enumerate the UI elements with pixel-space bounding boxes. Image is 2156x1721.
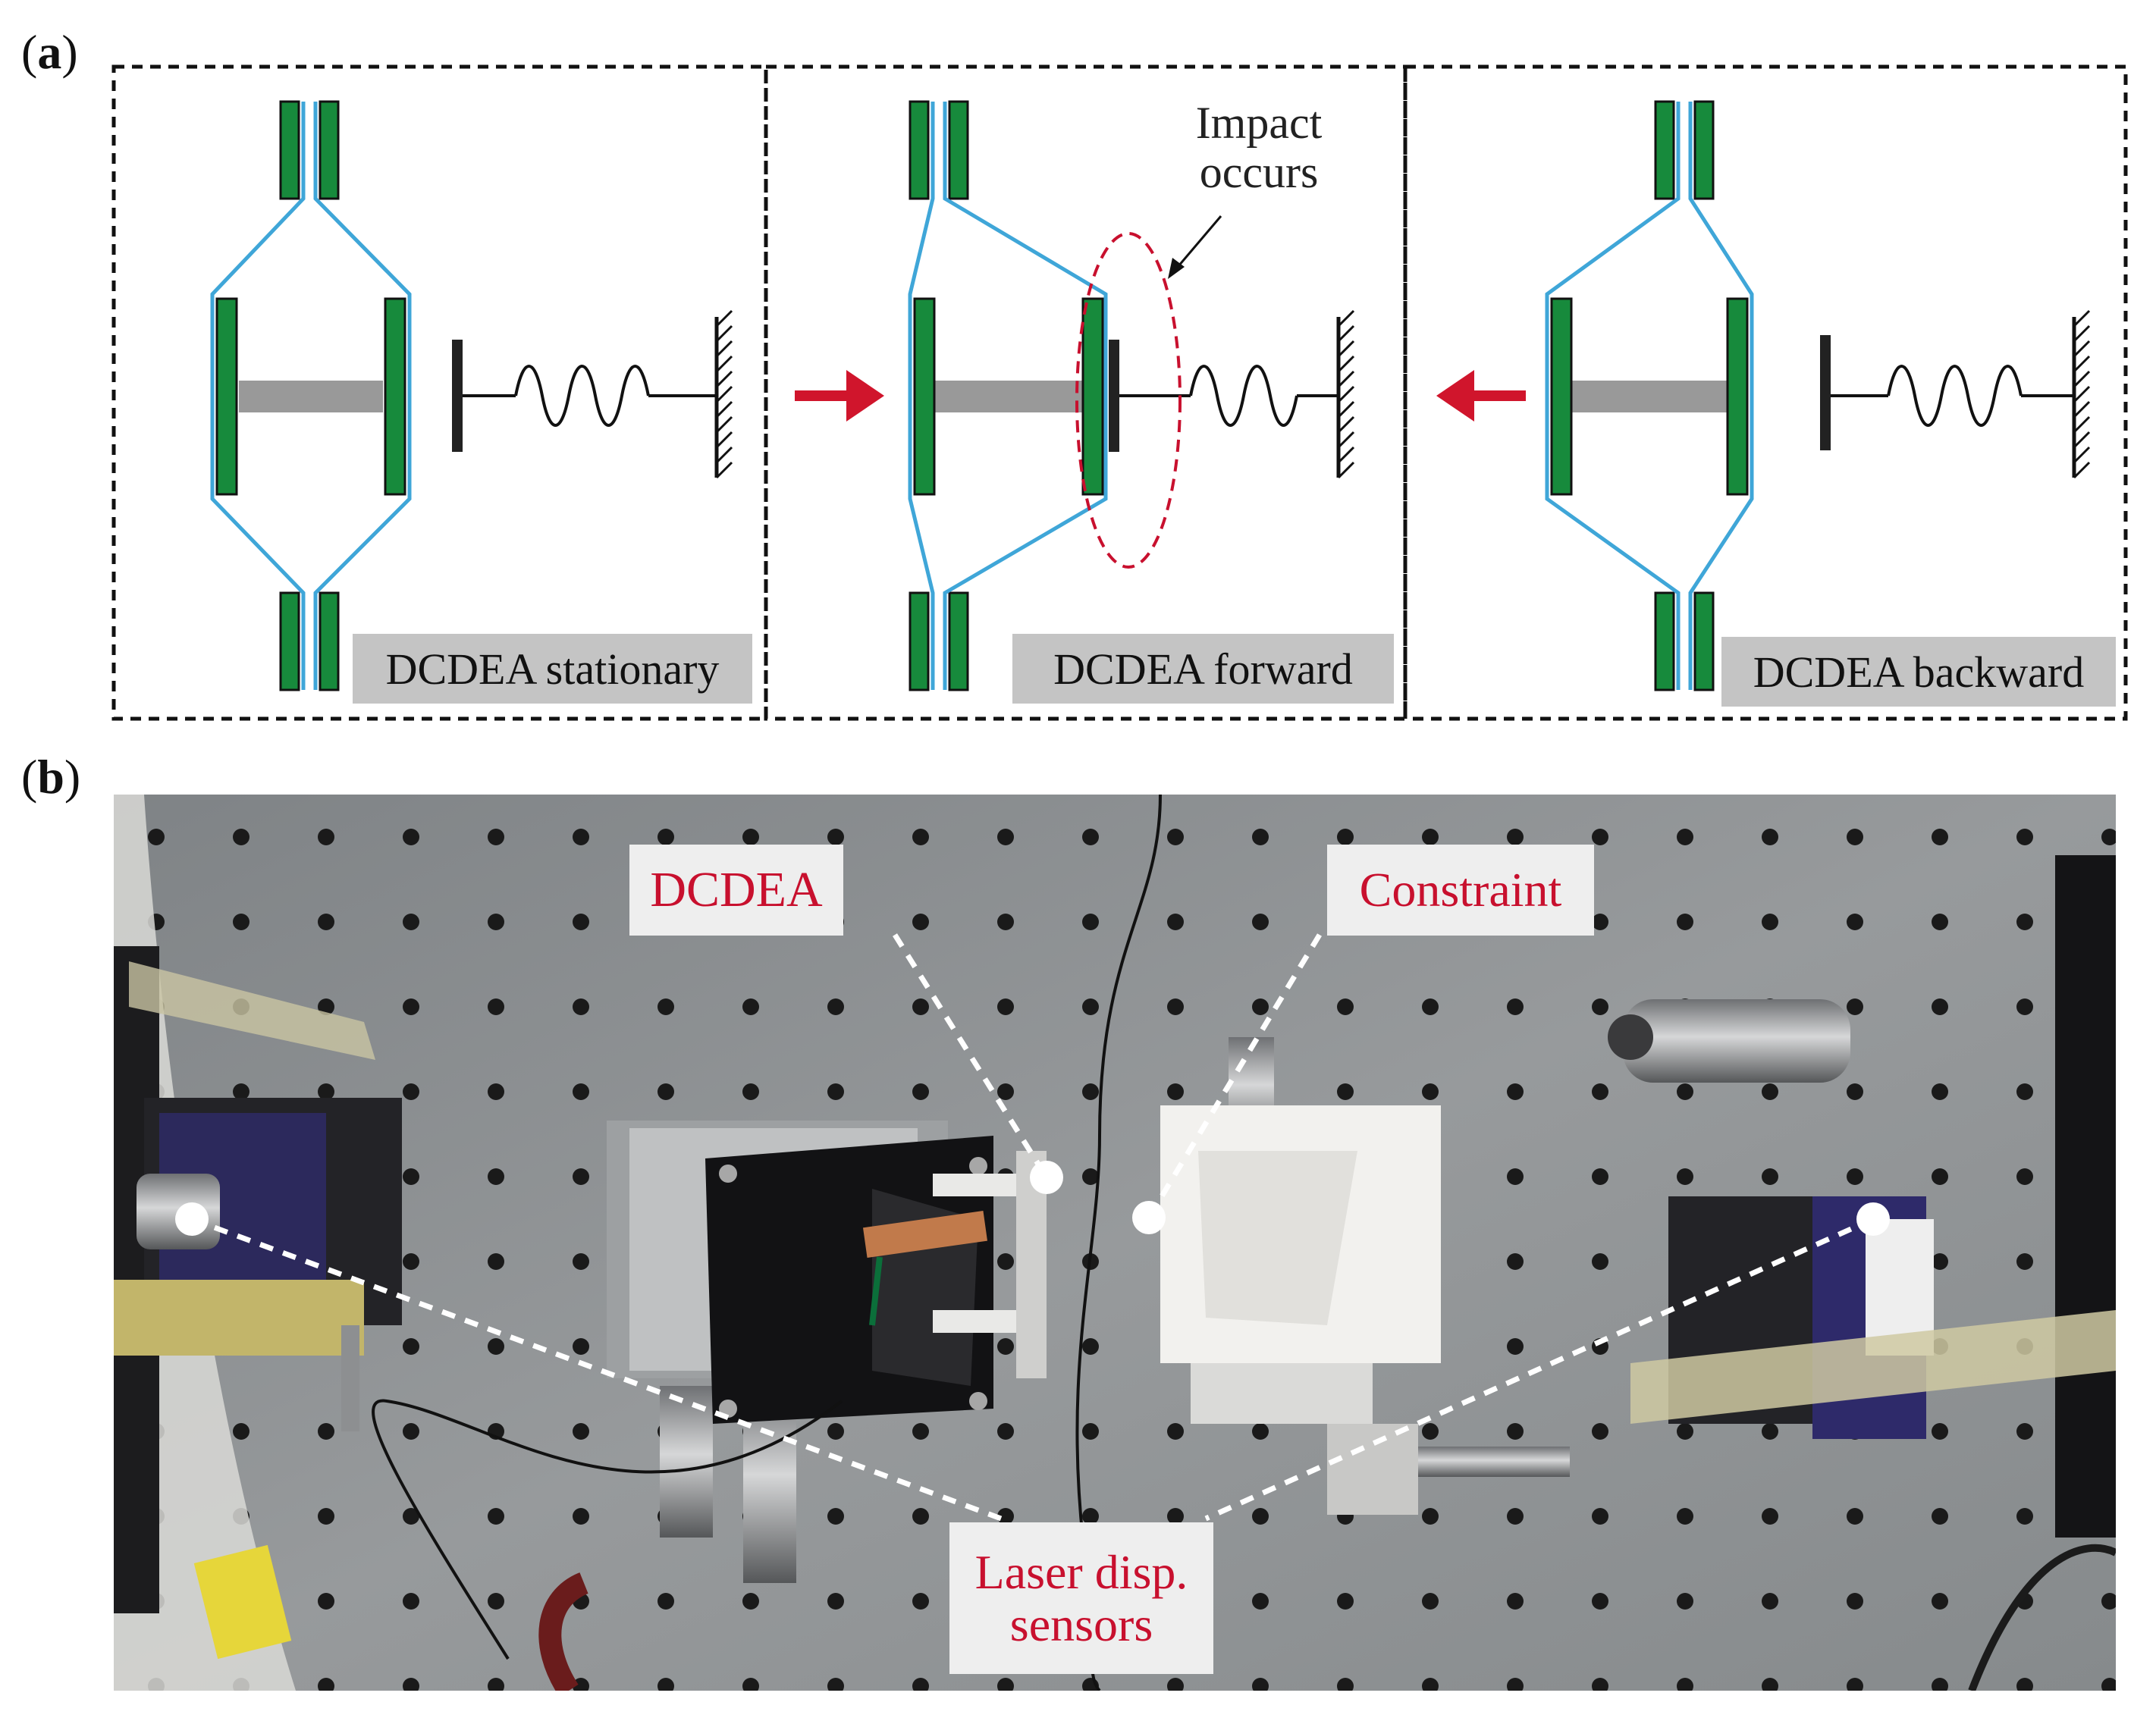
panel-a-schematic: [111, 64, 2128, 721]
right-sensor-marker: [1856, 1202, 1890, 1236]
frame-forward: [764, 64, 1408, 721]
backward-arrow-icon: [1436, 370, 1526, 422]
impact-annotation: Impact occurs: [1160, 99, 1357, 197]
caption-forward: DCDEA forward: [1012, 634, 1394, 704]
impact-line-2: occurs: [1199, 146, 1319, 197]
dcdea-marker: [1030, 1161, 1063, 1194]
actuator-forward: [795, 100, 1355, 691]
label-sensors-line2: sensors: [1009, 1597, 1153, 1651]
caption-backward: DCDEA backward: [1721, 637, 2116, 707]
impact-line-1: Impact: [1195, 98, 1323, 148]
label-sensors: Laser disp. sensors: [949, 1522, 1213, 1674]
left-sensor-marker: [175, 1202, 209, 1236]
actuator-backward: [1436, 100, 2091, 691]
forward-arrow-icon: [795, 370, 884, 422]
experimental-setup-photo: DCDEA Constraint Laser disp. sensors: [114, 795, 2116, 1691]
frame-backward: [1403, 64, 2128, 721]
impact-pointer: [1172, 215, 1222, 272]
frame-stationary: [111, 64, 768, 721]
actuator-stationary: [210, 100, 733, 691]
label-sensors-line1: Laser disp.: [974, 1544, 1188, 1599]
caption-stationary: DCDEA stationary: [353, 634, 752, 704]
impact-ellipse: [1075, 232, 1182, 569]
panel-a-letter: (a): [21, 25, 78, 79]
label-constraint: Constraint: [1327, 845, 1594, 936]
constraint-marker: [1132, 1201, 1166, 1234]
panel-b-letter: (b): [21, 750, 81, 804]
label-dcdea: DCDEA: [629, 845, 843, 936]
